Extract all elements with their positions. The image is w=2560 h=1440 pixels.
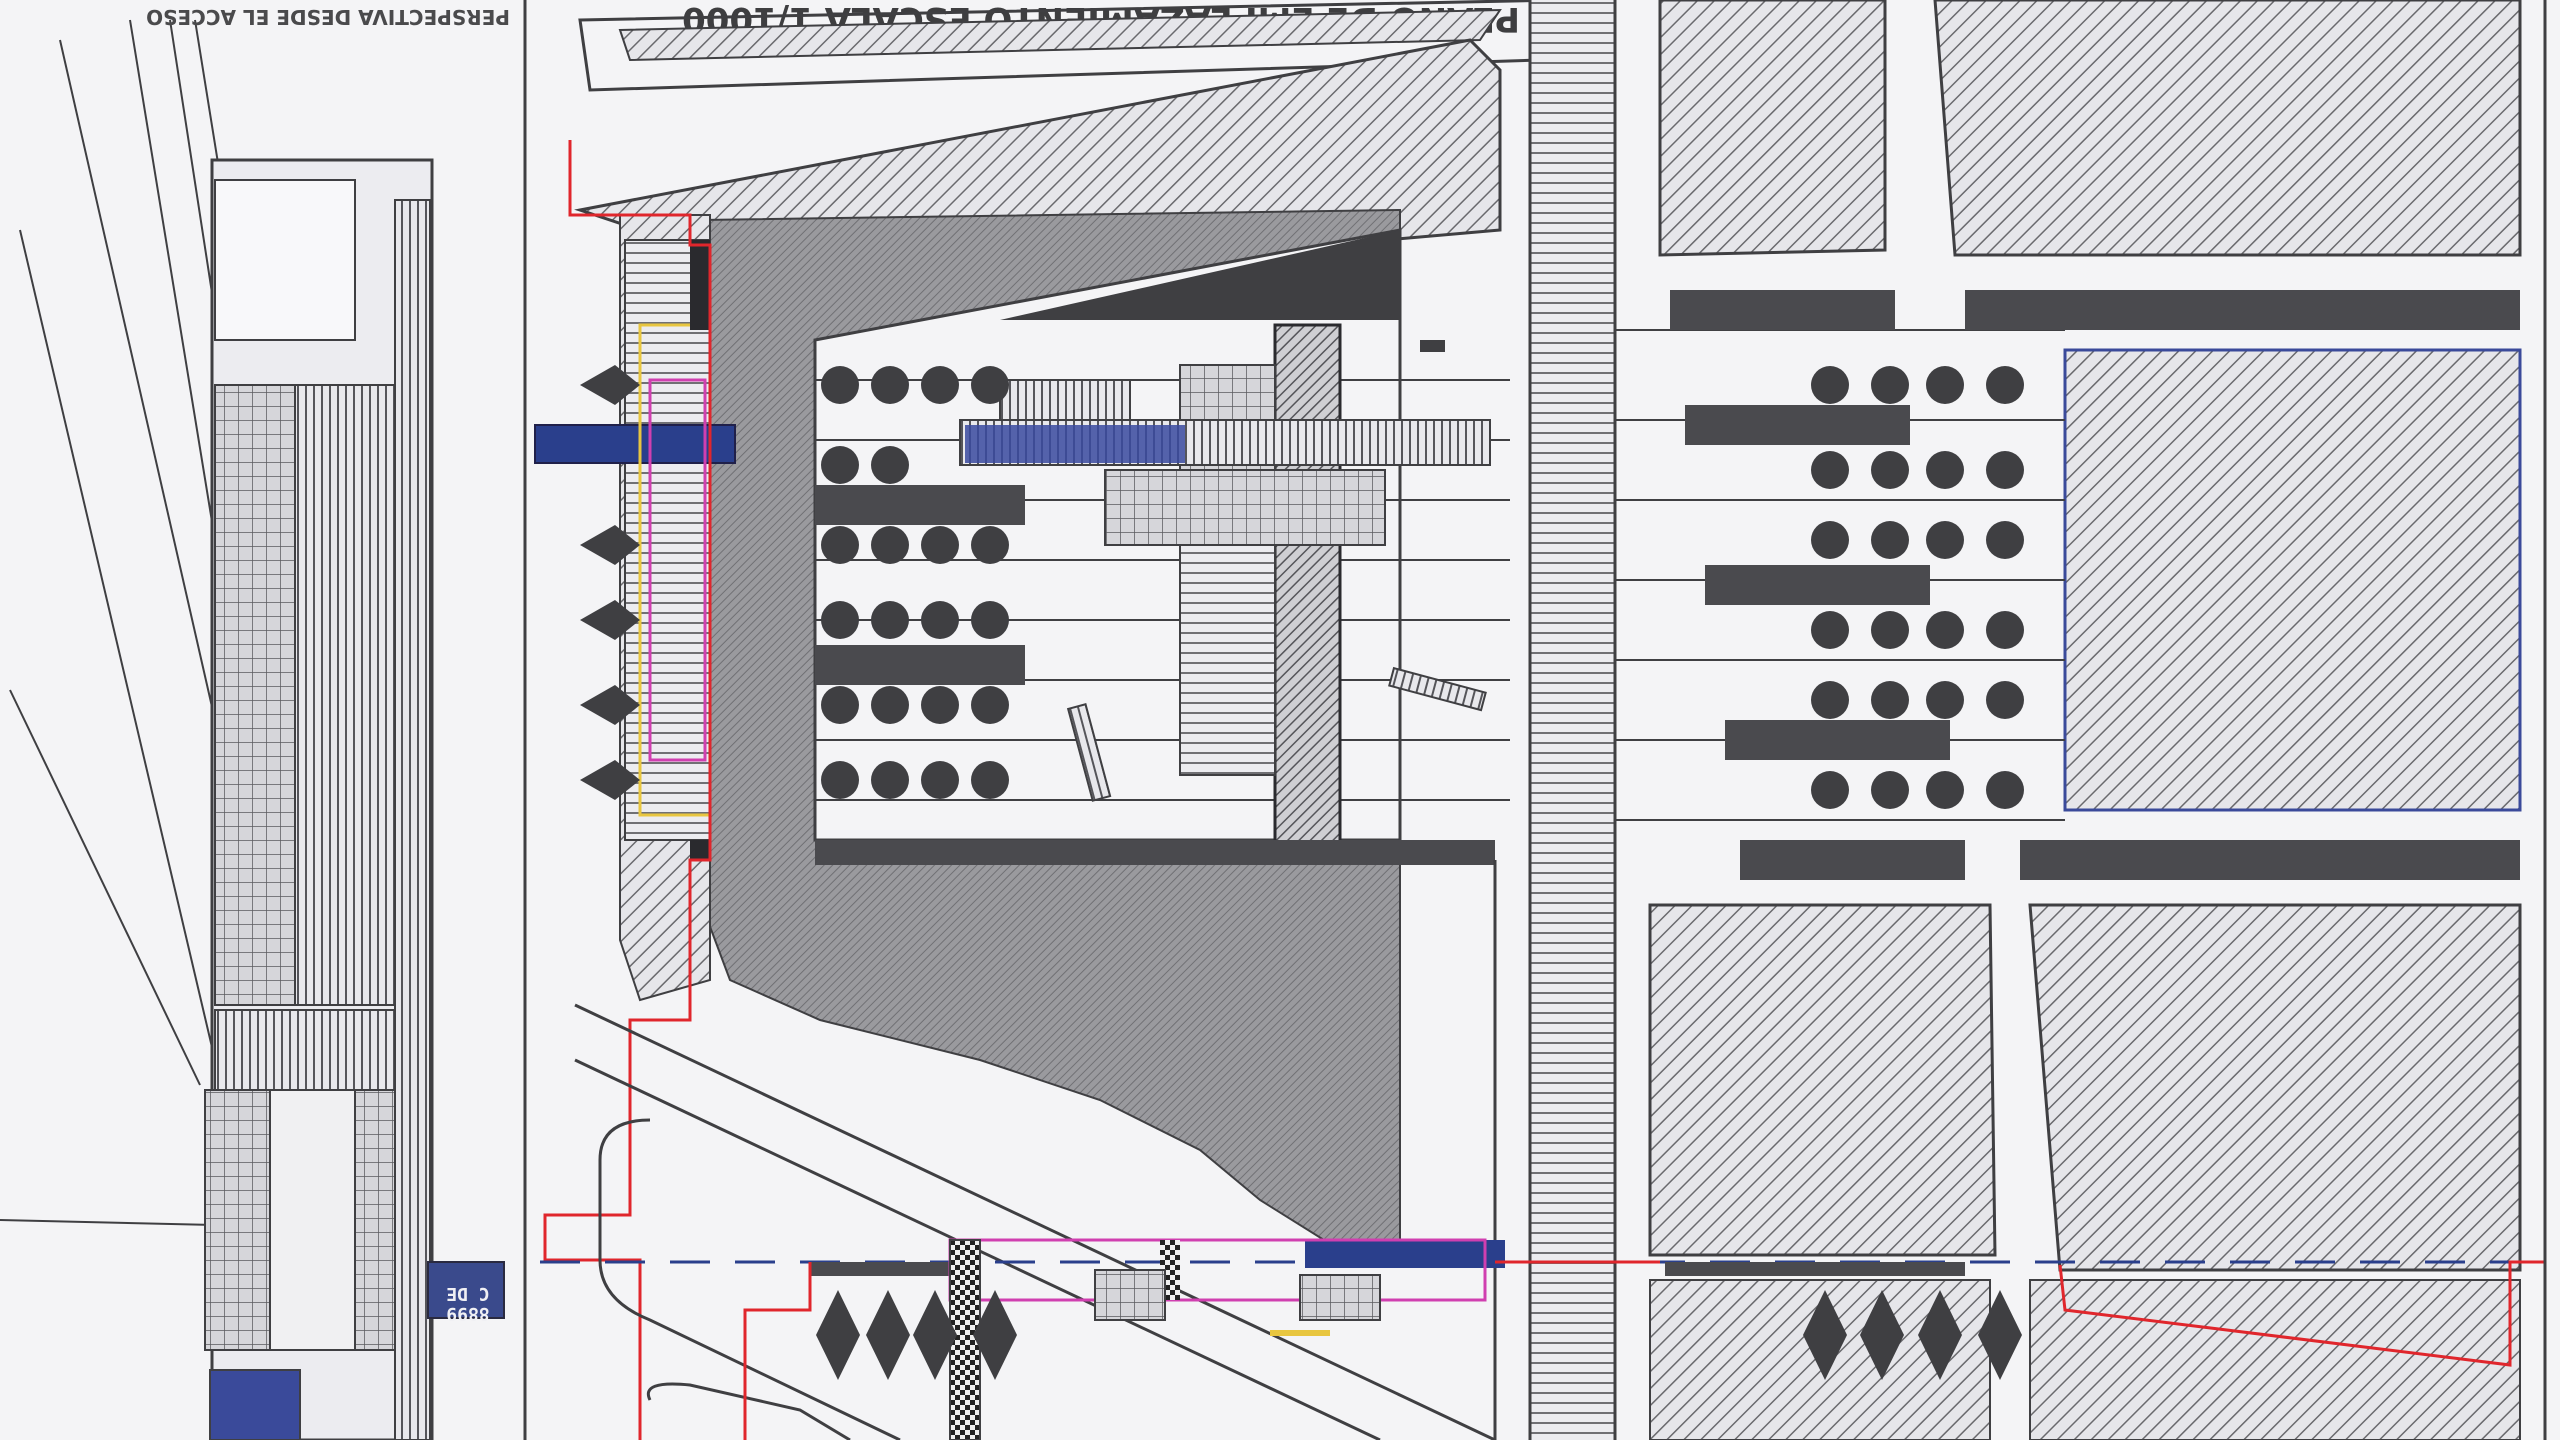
perspective-panel: C DE 8899 PERSPECTIVA DESDE EL ACCESO bbox=[0, 0, 527, 1440]
plaza-tree-grid bbox=[815, 366, 1025, 799]
drawing-tag-box bbox=[427, 1261, 505, 1319]
section-strip bbox=[540, 1238, 2545, 1440]
site-boundary-line bbox=[543, 140, 712, 1440]
east-blocks bbox=[1615, 0, 2522, 1440]
west-entrance bbox=[534, 239, 736, 860]
drawing-tag-line2: 8899 bbox=[446, 1303, 489, 1324]
drawing-tag-line1: C DE bbox=[446, 1283, 489, 1304]
central-avenue bbox=[1493, 0, 1617, 1440]
perspective-title: PERSPECTIVA DESDE EL ACCESO bbox=[146, 5, 510, 29]
